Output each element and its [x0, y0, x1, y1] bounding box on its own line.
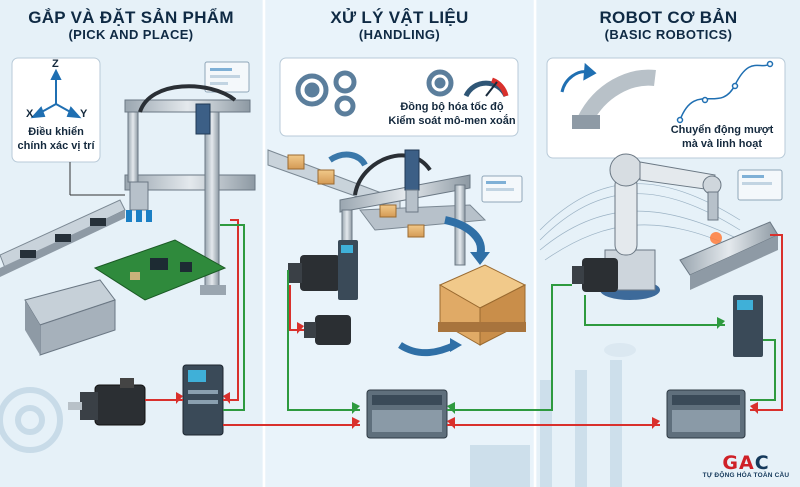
brand-logo: GAC TỰ ĐỘNG HÓA TOÀN CẦU [700, 452, 792, 479]
robotics-title: ROBOT CƠ BẢN (BASIC ROBOTICS) [537, 8, 800, 42]
pick-place-title-sub: (PICK AND PLACE) [68, 26, 194, 42]
xyz-axis-icon [30, 68, 82, 119]
torque-control-label: Kiểm soát mô-men xoắn [388, 114, 516, 127]
pick-place-title: GẮP VÀ ĐẶT SẢN PHẨM (PICK AND PLACE) [0, 8, 262, 42]
position-control-line2: chính xác vị trí [17, 139, 95, 152]
signal-arrowheads [176, 317, 758, 429]
servo-motor-icon [572, 258, 618, 292]
signal-wires [145, 219, 783, 426]
component-tray [24, 279, 116, 356]
bg-gear-icon [0, 387, 63, 453]
servo-drive-icon [182, 364, 224, 436]
trajectory-icon [676, 60, 774, 124]
servo-motor-icon [288, 255, 351, 345]
servo-drive-icon [733, 295, 763, 357]
handling-title: XỬ LÝ VẬT LIỆU (HANDLING) [266, 8, 533, 42]
gear-icon [295, 69, 454, 117]
handling-title-sub: (HANDLING) [358, 26, 441, 42]
rotate-arrow-icon [560, 62, 597, 93]
pcb-board [93, 239, 227, 301]
logo-letter-g: G [722, 452, 739, 474]
robotics-callout-box [546, 57, 786, 159]
axis-z-label: Z [52, 58, 59, 70]
handling-conveyor [267, 149, 487, 238]
box-pallet [438, 264, 527, 346]
smooth-motion-line1: Chuyển động mượt [670, 124, 774, 136]
position-callout-box [11, 57, 101, 163]
pick-place-title-main: GẮP VÀ ĐẶT SẢN PHẨM [28, 8, 234, 27]
robotics-title-sub: (BASIC ROBOTICS) [604, 26, 733, 42]
smooth-motion-label: Chuyển động mượt mà và linh hoạt [664, 124, 780, 152]
logo-mark: GAC [700, 452, 792, 474]
handling-control-label: Đồng bộ hóa tốc độ Kiểm soát mô-men xoắn [382, 101, 522, 129]
monitor-icon [204, 61, 250, 93]
axis-y-label: Y [80, 108, 88, 120]
axis-x-label: X [26, 108, 34, 120]
servo-motor-icon [68, 378, 146, 426]
handling-title-main: XỬ LÝ VẬT LIỆU [330, 8, 469, 27]
monitor-icon [481, 175, 523, 203]
speedometer-icon [463, 77, 509, 98]
position-control-label: Điều khiển chính xác vị trí [14, 126, 98, 154]
servo-drive-icon [338, 240, 358, 300]
monitor-icon [737, 169, 783, 201]
logo-letter-c: C [754, 452, 770, 474]
robotics-title-main: ROBOT CƠ BẢN [599, 8, 738, 27]
chip-conveyor [0, 199, 126, 277]
smooth-motion-line2: mà và linh hoạt [681, 137, 763, 150]
factory-icon [470, 343, 636, 487]
flex-joint-icon [572, 69, 656, 129]
speed-sync-label: Đồng bộ hóa tốc độ [400, 101, 504, 113]
pick-place-gantry [124, 84, 256, 295]
position-control-line1: Điều khiển [28, 126, 84, 138]
logo-letter-a: A [738, 452, 755, 474]
plc-icon [366, 389, 746, 439]
logo-tagline: TỰ ĐỘNG HÓA TOÀN CẦU [702, 472, 790, 479]
